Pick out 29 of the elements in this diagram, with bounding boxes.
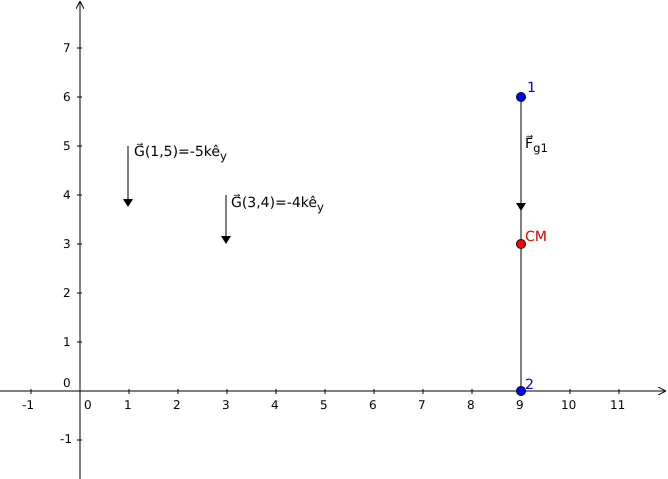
tick-label: 8 xyxy=(467,398,475,412)
tick-label: 7 xyxy=(63,41,71,55)
tick-label: 11 xyxy=(610,398,626,412)
tick-label: 6 xyxy=(63,90,71,104)
vector-label: F⃗$_{g1}$ xyxy=(525,135,548,157)
tick-label: 9 xyxy=(516,398,524,412)
tick-label: 10 xyxy=(561,398,576,412)
tick-label: 5 xyxy=(320,398,328,412)
tick-label: 1 xyxy=(63,335,71,349)
point-label: 2 xyxy=(525,377,534,393)
tick-label: 0 xyxy=(63,376,71,390)
tick-label: 2 xyxy=(63,286,71,300)
tick-label: 0 xyxy=(84,398,92,412)
tick-label: 7 xyxy=(418,398,426,412)
tick-label: 6 xyxy=(369,398,377,412)
tick-label: 1 xyxy=(124,398,132,412)
tick-label: 3 xyxy=(222,398,230,412)
tick-label: 3 xyxy=(63,237,71,251)
tick-label: 4 xyxy=(271,398,279,412)
point-label: 1 xyxy=(527,80,536,96)
tick-label: -1 xyxy=(60,432,72,446)
point-label: CM xyxy=(525,229,547,245)
tick-label: 5 xyxy=(63,139,71,153)
tick-label: -1 xyxy=(22,398,34,412)
tick-label: 4 xyxy=(63,188,71,202)
tick-label: 2 xyxy=(173,398,181,412)
vector-label: G⃗(3,4)=-4kê$_{y}$ xyxy=(231,194,324,216)
line-segment xyxy=(520,248,522,386)
vector-label: G⃗(1,5)=-5kê$_{y}$ xyxy=(134,143,227,165)
